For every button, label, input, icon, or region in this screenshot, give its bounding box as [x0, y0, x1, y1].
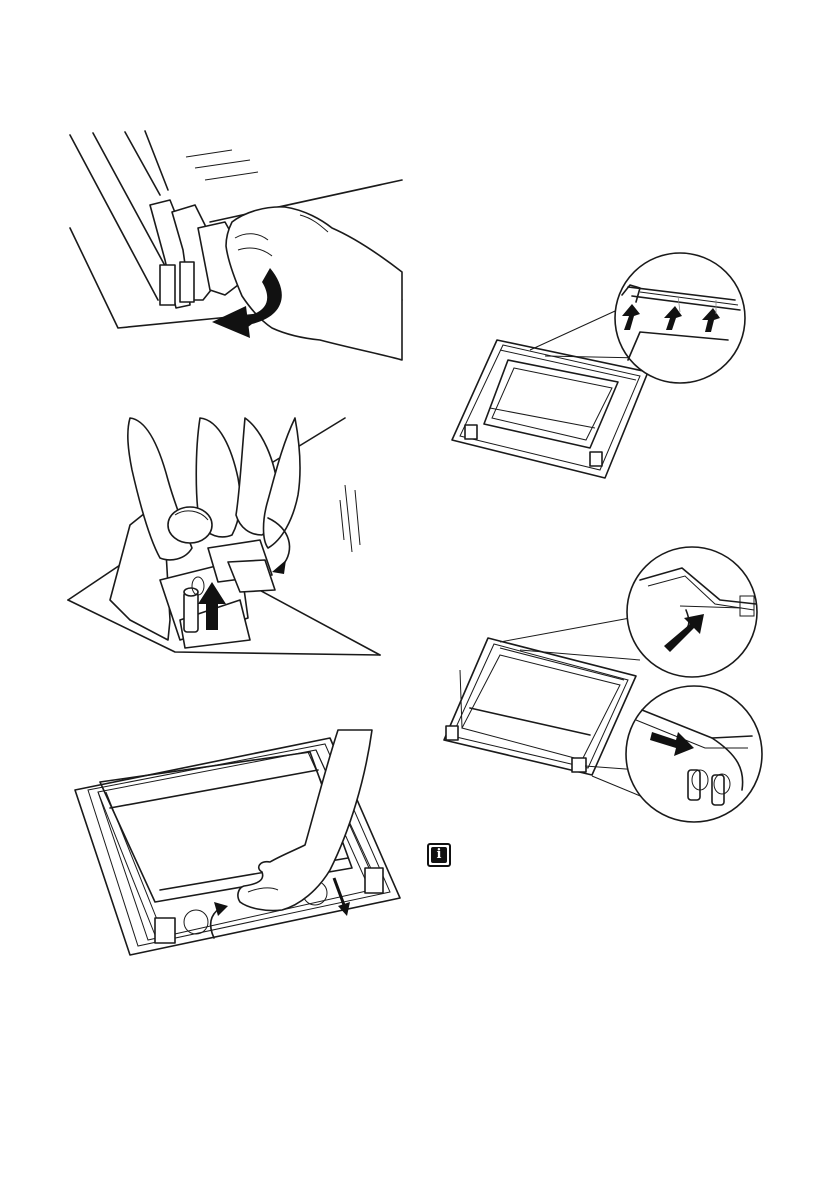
glass-panel-removal-illustration — [75, 730, 400, 955]
hinge-release-illustration — [70, 131, 402, 360]
info-icon: i — [427, 843, 451, 867]
info-icon-glyph: i — [431, 847, 447, 863]
hinge-lift-illustration — [68, 418, 380, 655]
frame-clip-detail-illustration — [452, 253, 745, 478]
panel-insert-detail-illustration — [444, 547, 762, 822]
